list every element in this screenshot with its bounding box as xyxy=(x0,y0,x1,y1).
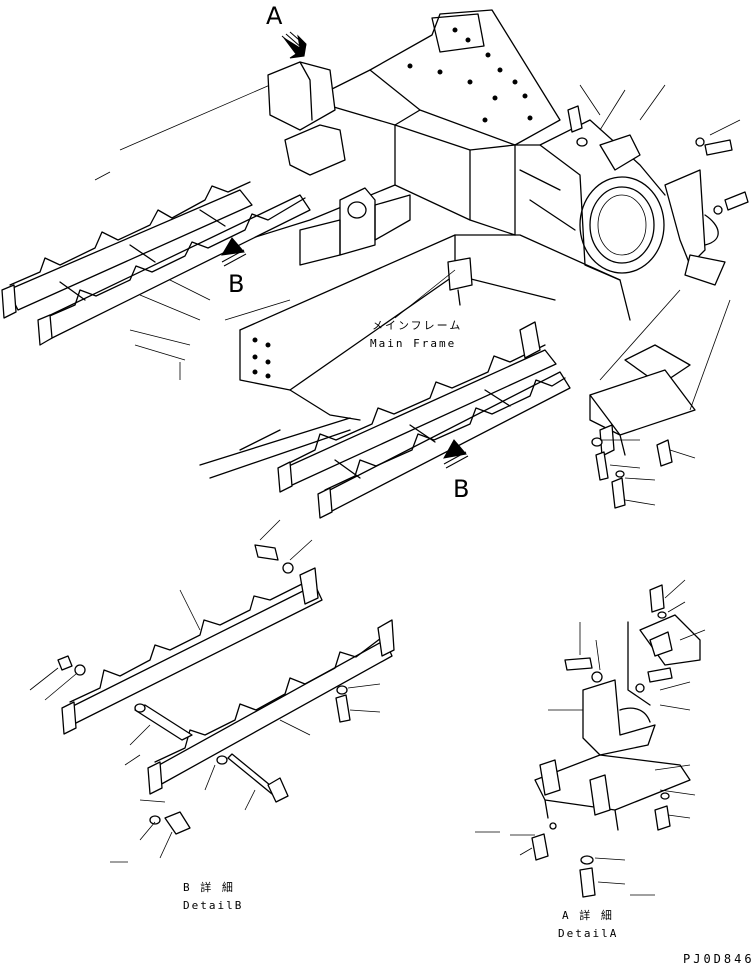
main-frame-label-jp: メインフレーム xyxy=(372,319,463,332)
frame-side-bolts xyxy=(695,137,749,215)
view-b-marker-left: B xyxy=(228,270,245,298)
detail-b-title-jp: B 詳 細 xyxy=(183,881,235,894)
track-guard-lower xyxy=(277,321,571,519)
detail-a-leaders xyxy=(475,579,706,896)
detail-b-leaders xyxy=(29,519,381,863)
view-arrow-b-right xyxy=(443,439,469,469)
swing-circle xyxy=(579,176,665,274)
view-b-marker-right: B xyxy=(453,475,470,503)
drawing-code: PJ0D846 xyxy=(683,952,755,966)
detail-b-title-en: DetailB xyxy=(183,899,244,912)
detail-a-title-jp: A 詳 細 xyxy=(562,909,614,922)
track-guard-upper xyxy=(1,61,346,346)
leader-lines-upper-left xyxy=(94,84,741,380)
view-arrow-b-left xyxy=(221,237,247,267)
view-arrow-a xyxy=(281,31,307,59)
side-plate-holes xyxy=(252,337,271,379)
mount-assembly-mid-right xyxy=(589,289,731,509)
deck-bolt-holes xyxy=(407,27,533,123)
main-frame-leader xyxy=(394,269,456,319)
main-frame-label-en: Main Frame xyxy=(370,337,457,350)
frame-bracket-right xyxy=(567,105,726,286)
detail-b-assembly xyxy=(57,544,395,835)
detail-a-title-en: DetailA xyxy=(558,927,619,940)
main-frame-body xyxy=(199,9,666,479)
view-a-marker: A xyxy=(266,2,283,30)
detail-a-assembly xyxy=(531,584,701,898)
pivot-bracket xyxy=(299,187,411,266)
